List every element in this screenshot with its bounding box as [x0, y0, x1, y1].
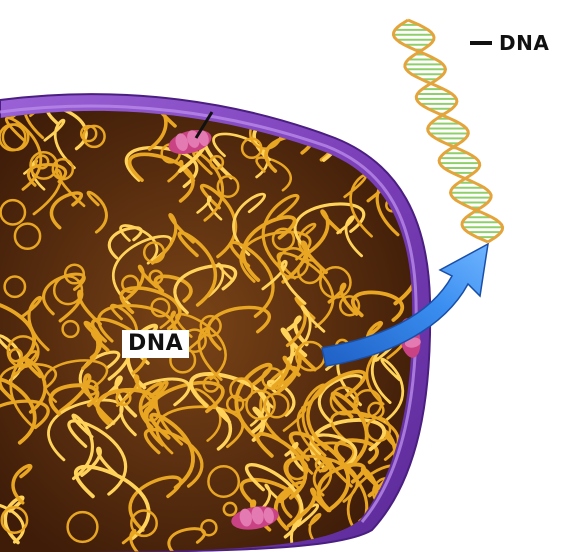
- nucleus-dna-label: DNA: [122, 330, 189, 358]
- chromatin-coil: [368, 136, 385, 153]
- helix-dna-label: DNA: [499, 31, 549, 55]
- chromatin-loop: [340, 102, 377, 132]
